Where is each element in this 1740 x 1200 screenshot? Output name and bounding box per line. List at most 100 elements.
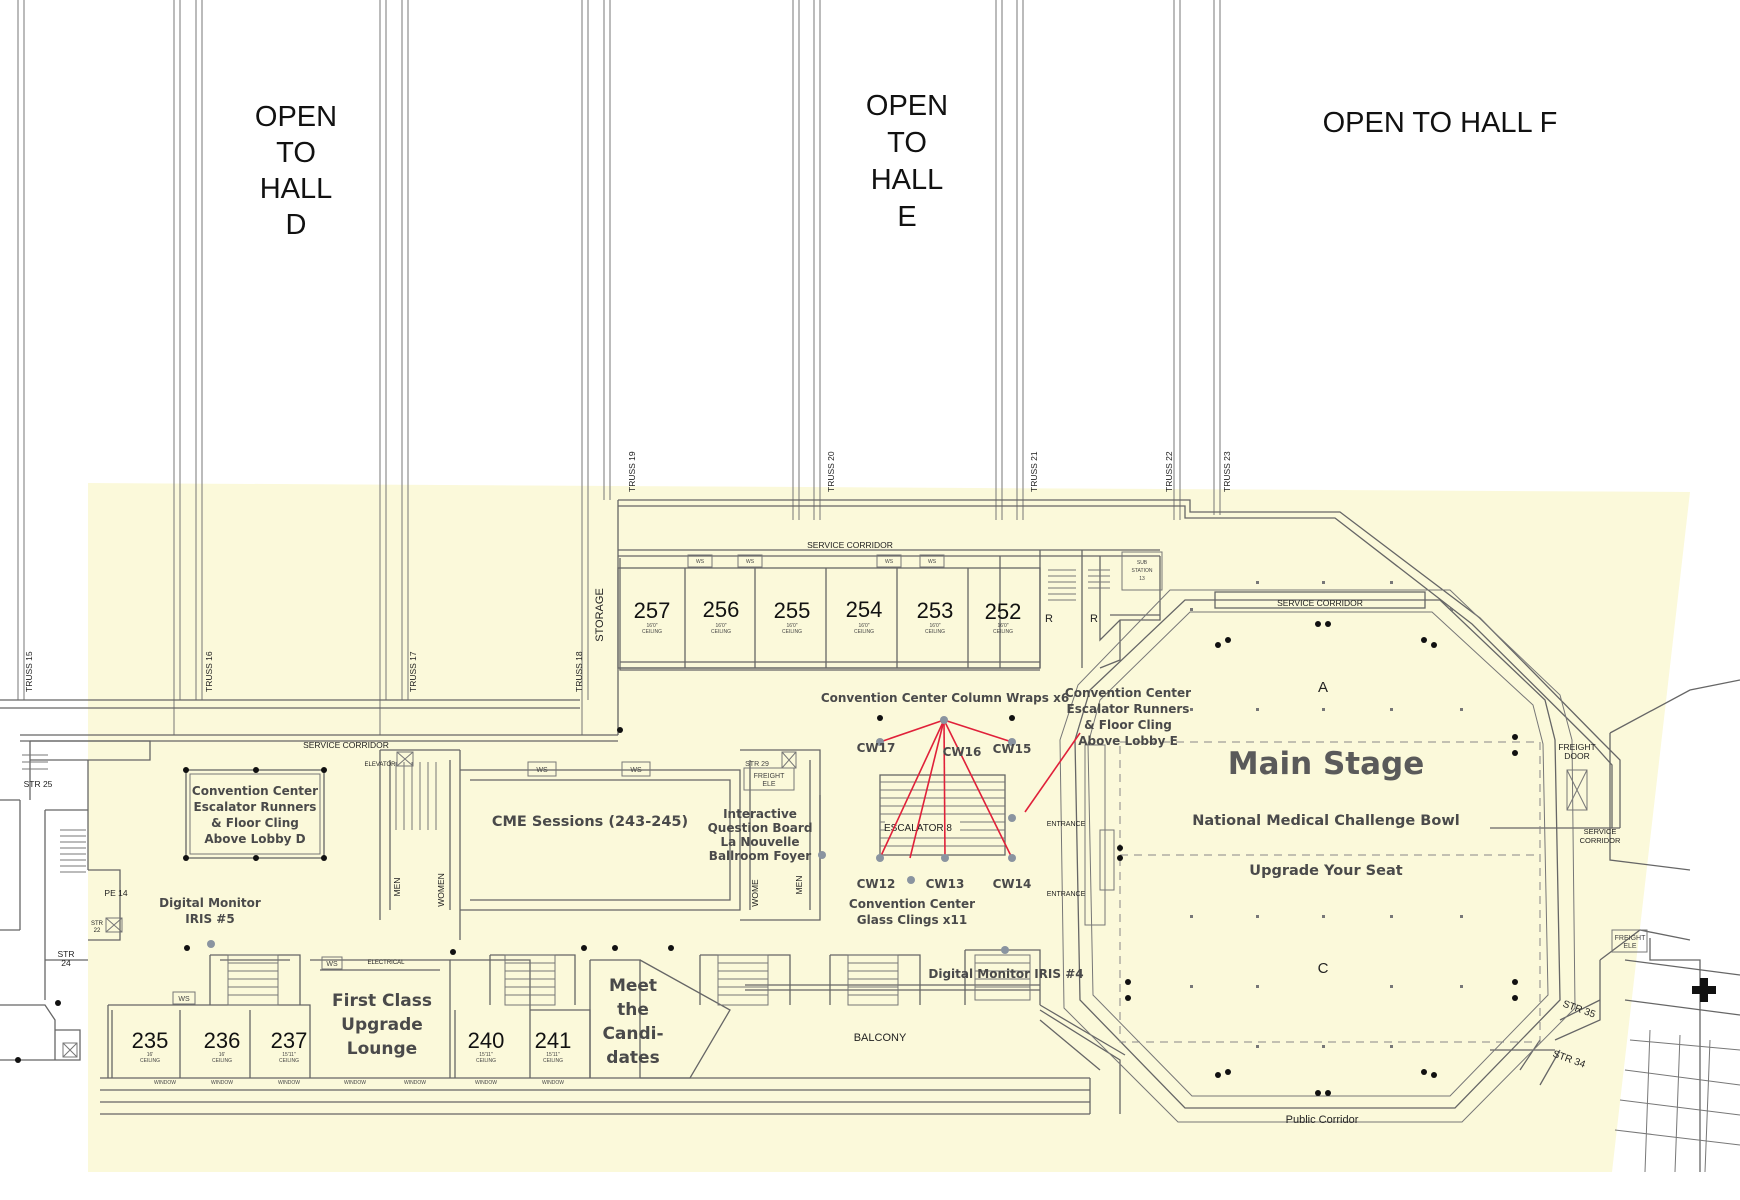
service-corridor-right-2: CORRIDOR bbox=[1580, 836, 1621, 845]
first-class-line-2: Upgrade bbox=[341, 1015, 423, 1035]
hall-dividers bbox=[17, 0, 1221, 735]
room-256-ceiling: 16'0" bbox=[715, 623, 726, 629]
room-256-number: 256 bbox=[703, 597, 740, 622]
room-236-ceiling: 16' bbox=[219, 1052, 226, 1058]
room-255-number: 255 bbox=[774, 598, 811, 623]
room-252[interactable]: 252 16'0" CEILING bbox=[985, 599, 1022, 635]
room-236-ceiling-label: CEILING bbox=[212, 1058, 232, 1064]
sub-station-line-1: SUB bbox=[1137, 560, 1148, 566]
cc-runners-e-line-2: Escalator Runners bbox=[1067, 702, 1190, 716]
cc-runners-d-line-4: Above Lobby D bbox=[204, 832, 305, 846]
ws-lower-2: WS bbox=[326, 961, 338, 968]
lobby-d-box-inner bbox=[189, 773, 321, 855]
public-corridor-label: Public Corridor bbox=[1286, 1114, 1359, 1126]
room-237-number: 237 bbox=[271, 1028, 308, 1053]
room-240-ceiling-label: CEILING bbox=[476, 1058, 496, 1064]
first-class-line-3: Lounge bbox=[347, 1039, 417, 1059]
meet-the-candidates[interactable]: Meet the Candi- dates bbox=[602, 976, 663, 1068]
room-235[interactable]: 235 16' CEILING bbox=[132, 1028, 169, 1064]
glass-clings-line-1: Convention Center bbox=[849, 897, 975, 911]
str-22-line-2: 22 bbox=[94, 928, 101, 934]
lower-escalators bbox=[227, 954, 1031, 1006]
room-237[interactable]: 237 15'11" CEILING bbox=[271, 1028, 308, 1064]
interactive-line-1: Interactive bbox=[723, 807, 797, 821]
misc-labels: ELEVATOR MEN WOMEN WOME MEN FREIGHT ELE … bbox=[24, 742, 1648, 1071]
room-237-ceiling-label: CEILING bbox=[279, 1058, 299, 1064]
stair-hatching bbox=[22, 569, 1110, 873]
room-237-ceiling: 15'11" bbox=[282, 1052, 296, 1058]
ws-lower-1: WS bbox=[178, 996, 190, 1003]
elevator-label: ELEVATOR bbox=[364, 762, 396, 768]
truss-20: TRUSS 20 bbox=[826, 451, 836, 492]
lower-rooms: 235 16' CEILING 236 16' CEILING 237 15'1… bbox=[132, 1028, 572, 1064]
zone-a-label: A bbox=[1318, 679, 1328, 696]
upper-room-walls bbox=[617, 567, 1041, 669]
cw13[interactable]: CW13 bbox=[926, 877, 965, 891]
room-254[interactable]: 254 16'0" CEILING bbox=[846, 597, 883, 635]
digital-monitor-iris-5[interactable]: Digital Monitor IRIS #5 bbox=[159, 896, 261, 926]
cme-sessions[interactable]: CME Sessions (243-245) bbox=[492, 814, 688, 830]
cw15[interactable]: CW15 bbox=[993, 742, 1032, 756]
service-corridor-right-1: SERVICE bbox=[1584, 827, 1617, 836]
room-257[interactable]: 257 16'0" CEILING bbox=[634, 598, 671, 635]
freight-door-line-2: DOOR bbox=[1564, 751, 1590, 761]
digital5-line-1: Digital Monitor bbox=[159, 896, 261, 910]
glass-clings[interactable]: Convention Center Glass Clings x11 bbox=[849, 897, 975, 927]
room-235-number: 235 bbox=[132, 1028, 169, 1053]
cw14[interactable]: CW14 bbox=[993, 877, 1032, 891]
first-class-lounge[interactable]: First Class Upgrade Lounge bbox=[332, 991, 432, 1059]
ws-upper-3: WS bbox=[885, 559, 894, 565]
truss-23: TRUSS 23 bbox=[1222, 451, 1232, 492]
first-aid-icon bbox=[1692, 978, 1716, 1002]
room-240[interactable]: 240 15'11" CEILING bbox=[468, 1028, 505, 1064]
room-256[interactable]: 256 16'0" CEILING bbox=[703, 597, 740, 635]
men-label-left: MEN bbox=[392, 878, 402, 897]
ws-mid-1: WS bbox=[536, 767, 548, 774]
room-254-ceiling: 16'0" bbox=[858, 623, 869, 629]
freight-ele-line-2: ELE bbox=[762, 781, 776, 788]
wome-label: WOME bbox=[750, 879, 760, 907]
women-label: WOMEN bbox=[436, 873, 446, 907]
room-253[interactable]: 253 16'0" CEILING bbox=[917, 598, 954, 635]
str-29-label: STR 29 bbox=[745, 761, 769, 768]
open-to-hall-e: OPEN TO HALL E bbox=[866, 90, 948, 233]
men-label-right: MEN bbox=[794, 876, 804, 895]
upper-service-corridor: SERVICE CORRIDOR bbox=[807, 540, 893, 550]
truss-22: TRUSS 22 bbox=[1164, 451, 1174, 492]
room-255[interactable]: 255 16'0" CEILING bbox=[774, 598, 811, 635]
cw17[interactable]: CW17 bbox=[857, 741, 896, 755]
cc-escalator-runners-e[interactable]: Convention Center Escalator Runners & Fl… bbox=[1065, 686, 1191, 748]
hall-d-line-1: OPEN bbox=[255, 101, 337, 133]
sub-station-line-3: 13 bbox=[1139, 576, 1145, 582]
digital-monitor-iris-4[interactable]: Digital Monitor IRIS #4 bbox=[928, 967, 1083, 981]
escalator-8-label: ESCALATOR 8 bbox=[884, 823, 952, 834]
truss-17: TRUSS 17 bbox=[408, 651, 418, 692]
interactive-line-3: La Nouvelle bbox=[720, 835, 799, 849]
room-253-number: 253 bbox=[917, 598, 954, 623]
truss-19: TRUSS 19 bbox=[627, 451, 637, 492]
interactive-line-4: Ballroom Foyer bbox=[709, 849, 811, 863]
cc-escalator-runners-d[interactable]: Convention Center Escalator Runners & Fl… bbox=[192, 784, 318, 846]
interactive-line-2: Question Board bbox=[708, 821, 813, 835]
freight-ele-line-1: FREIGHT bbox=[754, 773, 785, 780]
room-257-ceiling-label: CEILING bbox=[642, 629, 662, 635]
room-252-ceiling-label: CEILING bbox=[993, 629, 1013, 635]
column-wraps-label[interactable]: Convention Center Column Wraps x6 bbox=[821, 691, 1069, 705]
cw12[interactable]: CW12 bbox=[857, 877, 896, 891]
cw16[interactable]: CW16 bbox=[943, 745, 982, 759]
ws-boxes-upper: WS WS WS WS bbox=[687, 554, 945, 568]
interactive-question-board[interactable]: Interactive Question Board La Nouvelle B… bbox=[708, 807, 813, 863]
room-236[interactable]: 236 16' CEILING bbox=[204, 1028, 241, 1064]
str-24-line-1: STR bbox=[58, 949, 75, 959]
zone-c-label: C bbox=[1318, 960, 1329, 977]
room-236-number: 236 bbox=[204, 1028, 241, 1053]
window-labels: WINDOW WINDOW WINDOW WINDOW WINDOW WINDO… bbox=[154, 1080, 564, 1086]
room-252-number: 252 bbox=[985, 599, 1022, 624]
hall-e-line-2: TO bbox=[887, 127, 927, 159]
nmcb-label: National Medical Challenge Bowl bbox=[1192, 813, 1459, 829]
freight-ele-right-line-2: ELE bbox=[1623, 943, 1637, 950]
main-stage-labels[interactable]: Main Stage National Medical Challenge Bo… bbox=[1192, 679, 1459, 977]
room-241[interactable]: 241 15'11" CEILING bbox=[535, 1028, 572, 1064]
upper-rooms: 257 16'0" CEILING 256 16'0" CEILING 255 … bbox=[634, 597, 1022, 635]
